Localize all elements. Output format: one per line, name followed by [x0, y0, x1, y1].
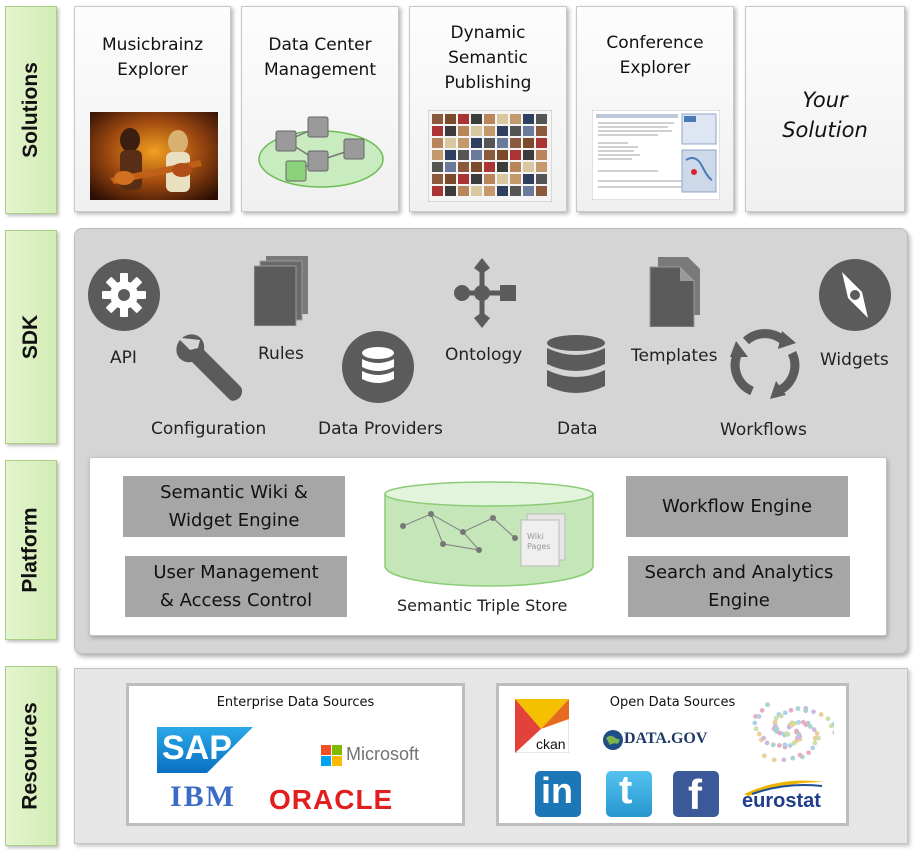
sdk-label-data: Data: [557, 419, 598, 439]
solution-card-your-solution[interactable]: Your Solution: [745, 6, 905, 212]
datagov-logo-text: DATA.GOV: [624, 730, 708, 747]
ckan-logo-text: ckan: [536, 736, 566, 752]
sdk-label-rules: Rules: [258, 344, 304, 364]
microsoft-logo-text: Microsoft: [346, 744, 420, 764]
sap-logo-text: SAP: [162, 729, 232, 767]
solution-title: Your Solution: [782, 88, 868, 142]
microsoft-logo: [321, 745, 342, 766]
semantic-wiki-engine-box: Semantic Wiki & Widget Engine: [123, 476, 345, 537]
eurostat-swoosh: [744, 780, 824, 796]
sdk-label-workflows: Workflows: [720, 420, 807, 440]
layer-label-platform: Platform: [19, 507, 42, 593]
linked-data-cloud-icon: [752, 702, 834, 762]
linkedin-logo-text: in: [541, 770, 573, 811]
facebook-logo: [673, 771, 719, 817]
layer-tab-sdk: SDK: [5, 230, 57, 444]
twitter-logo-text: t: [619, 768, 633, 812]
datagov-globe-icon: [603, 730, 623, 750]
triple-store-label: Semantic Triple Store: [397, 596, 568, 615]
wrench-icon: [176, 334, 243, 401]
sdk-label-ontology: Ontology: [445, 345, 523, 365]
layer-tab-resources: Resources: [5, 666, 57, 846]
sdk-label-api: API: [110, 348, 137, 368]
solution-card-data-center[interactable]: Data Center Management: [241, 6, 399, 212]
enterprise-sources-title: Enterprise Data Sources: [216, 695, 375, 710]
compass-icon: [819, 259, 891, 331]
linkedin-logo: [535, 771, 581, 817]
solution-title: Musicbrainz Explorer: [102, 35, 203, 80]
solution-card-semantic-publishing[interactable]: Dynamic Semantic Publishing: [409, 6, 567, 212]
ckan-logo: [515, 699, 569, 753]
layer-tab-platform: Platform: [5, 460, 57, 640]
ibm-logo: IBM: [170, 780, 236, 813]
templates-icon: [649, 257, 700, 327]
workflow-engine-box: Workflow Engine: [626, 476, 848, 537]
eurostat-logo-text: eurostat: [742, 790, 821, 812]
ontology-graph-icon: [454, 258, 516, 328]
concert-photo: [90, 112, 218, 200]
solution-card-musicbrainz[interactable]: Musicbrainz Explorer: [74, 6, 231, 212]
search-analytics-engine-box: Search and Analytics Engine: [628, 556, 850, 617]
user-management-box: User Management & Access Control: [125, 556, 347, 617]
sdk-label-configuration: Configuration: [151, 419, 267, 439]
solution-title: Dynamic Semantic Publishing: [444, 23, 532, 93]
layer-label-resources: Resources: [19, 702, 43, 810]
wiki-pages-label: Wiki Pages: [527, 532, 551, 551]
database-circle-icon: [342, 331, 414, 403]
layer-label-sdk: SDK: [19, 314, 42, 360]
cycle-arrows-icon: [730, 329, 800, 399]
open-sources-title: Open Data Sources: [609, 695, 736, 710]
triple-store-cylinder-icon: [384, 481, 594, 587]
database-icon: [547, 335, 605, 393]
solution-title: Data Center Management: [264, 35, 376, 80]
sap-logo: [157, 727, 253, 773]
data-center-network-icon: [258, 116, 384, 188]
twitter-logo: [606, 771, 652, 817]
solution-title: Conference Explorer: [606, 33, 704, 78]
gear-icon: [88, 259, 160, 331]
layer-tab-solutions: Solutions: [5, 6, 57, 214]
document-stack-icon: [254, 256, 308, 326]
conference-page-thumbnail: [592, 110, 720, 200]
photo-grid-thumbnail: [428, 110, 552, 202]
sdk-label-templates: Templates: [631, 346, 718, 366]
sdk-label-widgets: Widgets: [820, 350, 889, 370]
facebook-logo-text: f: [688, 771, 702, 818]
solution-card-conference-explorer[interactable]: Conference Explorer: [576, 6, 734, 212]
sdk-label-data-providers: Data Providers: [318, 419, 443, 439]
oracle-logo: ORACLE: [269, 784, 394, 815]
layer-label-solutions: Solutions: [19, 62, 43, 158]
